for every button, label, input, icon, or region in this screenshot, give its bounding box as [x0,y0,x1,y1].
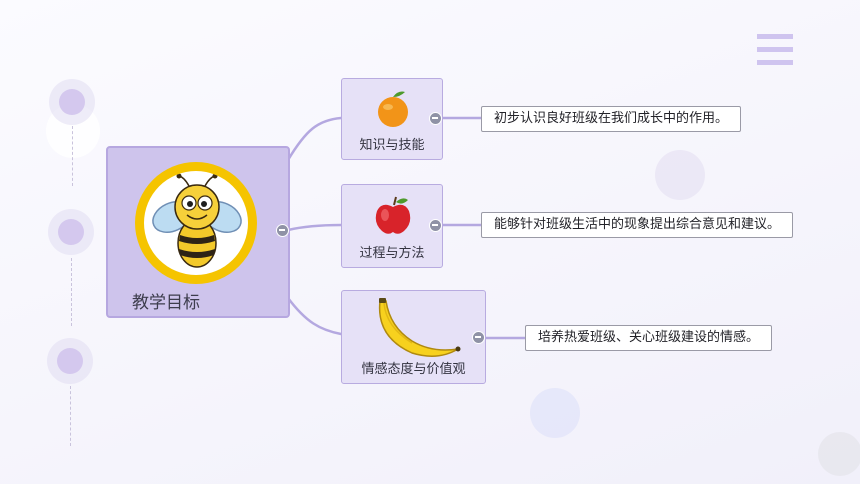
decorative-dot [49,79,95,125]
branch-node-process[interactable]: 过程与方法 [341,184,443,268]
connector-root-branch-2 [286,223,343,232]
detail-node-attitude[interactable]: 培养热爱班级、关心班级建设的情感。 [525,325,773,351]
background-circle [530,388,580,438]
branch-label: 情感态度与价值观 [361,362,466,377]
branch-label: 知识与技能 [359,138,425,153]
collapse-toggle-branch-3[interactable] [472,331,485,344]
background-circle [655,150,705,200]
background-circle [818,432,860,476]
root-label: 教学目标 [132,293,200,313]
root-node[interactable]: 教学目标 [106,146,290,318]
orange-icon [378,91,408,127]
apple-icon [375,196,411,234]
collapse-toggle-branch-1[interactable] [429,112,442,125]
decorative-dash [71,258,72,326]
decorative-dot [47,338,93,384]
branch-node-knowledge[interactable]: 知识与技能 [341,78,443,160]
bee-icon [152,173,242,268]
detail-node-knowledge[interactable]: 初步认识良好班级在我们成长中的作用。 [481,106,742,132]
collapse-toggle-root[interactable] [276,224,289,237]
branch-node-attitude[interactable]: 情感态度与价值观 [341,290,486,384]
connector-root-branch-3 [286,296,343,336]
collapse-toggle-branch-2[interactable] [429,219,442,232]
decorative-dash [72,126,73,186]
detail-node-process[interactable]: 能够针对班级生活中的现象提出综合意见和建议。 [481,212,794,238]
banana-icon [378,298,461,357]
bee-image [135,162,257,284]
decorative-dash [70,386,71,446]
decorative-dot [48,209,94,255]
connector-root-branch-1 [286,116,343,162]
branch-label: 过程与方法 [359,246,425,261]
